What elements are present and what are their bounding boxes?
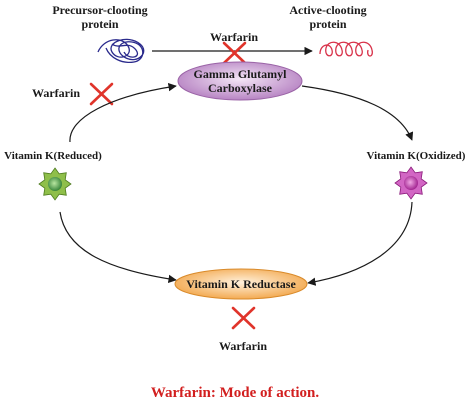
block-cross-icon-bottom xyxy=(231,306,256,330)
arrow-carboxylase-to-oxidized xyxy=(301,85,414,141)
arrow-reduced-to-carboxylase xyxy=(69,82,177,143)
warfarin-bottom-label: Warfarin xyxy=(219,339,267,353)
precursor-label-line2: protein xyxy=(81,17,118,31)
vitk-reduced-label: Vitamin K(Reduced) xyxy=(4,150,102,162)
active-protein-coil-icon xyxy=(319,41,373,57)
gamma-glutamyl-carboxylase-node: Gamma Glutamyl Carboxylase xyxy=(177,61,303,101)
vitamin-k-reductase-node: Vitamin K Reductase xyxy=(174,268,308,300)
gamma-label-line2: Carboxylase xyxy=(208,81,273,95)
warfarin-left-label: Warfarin xyxy=(32,86,80,100)
gamma-label-line1: Gamma Glutamyl xyxy=(194,67,288,81)
block-cross-icon-left xyxy=(89,82,114,106)
arrow-to-reductase-left xyxy=(59,211,177,284)
vitk-oxidized-label: Vitamin K(Oxidized) xyxy=(367,150,466,162)
active-label-line1: Active-clooting xyxy=(289,3,366,17)
active-label-line2: protein xyxy=(309,17,346,31)
vitk-oxidized-star-icon xyxy=(394,166,428,200)
vitk-reduced-star-icon xyxy=(38,167,72,201)
block-cross-icon-top xyxy=(222,41,247,65)
warfarin-top-label: Warfarin xyxy=(210,30,258,44)
arrow-oxidized-to-reductase xyxy=(307,201,413,286)
precursor-protein-icon xyxy=(97,38,145,64)
precursor-label-line1: Precursor-clooting xyxy=(52,3,147,17)
figure-caption: Warfarin: Mode of action. xyxy=(151,385,320,401)
reductase-label: Vitamin K Reductase xyxy=(186,277,296,291)
